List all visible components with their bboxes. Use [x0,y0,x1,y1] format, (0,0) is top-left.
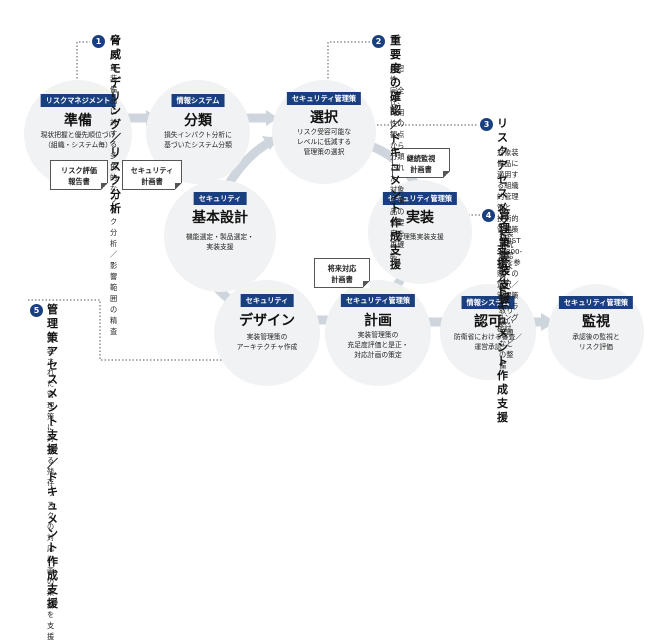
node-junbi-title: 準備 [64,113,92,129]
node-bunrui-desc: 損失インパクト分析に 基づいたシステム分類 [164,131,232,149]
node-kanshi: セキュリティ管理策 監視 承認後の監視と リスク評価 [548,284,644,380]
node-ninka-title: 認可 [474,314,502,330]
node-ninka-desc: 防衛省における審査／ 運営承認 [454,333,522,351]
node-design: セキュリティ デザイン 実装管理策の アーキテクチャ作成 [214,280,320,386]
node-sentaku-title: 選択 [310,110,338,126]
node-kanshi-tag: セキュリティ管理策 [558,296,634,309]
node-jissou: セキュリティ管理策 実装 管理策実装支援 [368,180,472,284]
doc-risk-report: リスク評価 報告書 [50,160,108,190]
annotation-1-title: 脅威モデリング／リスク分析 [110,34,121,215]
node-keikaku-desc: 実装管理策の 充足度評価と是正・ 対応計画の策定 [347,331,409,359]
node-jissou-tag: セキュリティ管理策 [382,192,458,205]
node-kihon: セキュリティ 基本設計 機能選定・製品選定・ 実装支援 [164,180,276,292]
doc-future-plan: 将来対応 計画書 [314,258,370,288]
node-sentaku: セキュリティ管理策 選択 リスク受容可能な レベルに低減する 管理策の選択 [272,80,376,184]
annotation-2-title: 重要度の確認／ ドキュメント作成支援 [390,34,401,271]
node-sentaku-tag: セキュリティ管理策 [286,92,362,105]
node-keikaku-tag: セキュリティ管理策 [340,294,416,307]
node-keikaku: セキュリティ管理策 計画 実装管理策の 充足度評価と是正・ 対応計画の策定 [325,280,431,386]
node-design-tag: セキュリティ [240,294,294,307]
arrowhead-sentaku [266,110,278,126]
annotation-5-desc: 実装された管理策に対する残存リスクの 対応計画の策定を支援 [47,335,55,641]
node-ninka-tag: 情報システム [461,296,515,309]
node-kihon-desc: 機能選定・製品選定・ 実装支援 [186,233,254,251]
annotation-4-title: 管理策実装支援 [499,208,510,305]
node-kihon-title: 基本設計 [192,210,248,226]
node-bunrui-title: 分類 [184,113,212,129]
annotation-3-number: 3 [480,118,493,131]
node-kanshi-title: 監視 [582,314,610,330]
annotation-4-number: 4 [482,209,495,222]
annotation-4-desc: 実装状況確認および、機構、 取り扱い手順などの整備 [499,229,514,370]
node-ninka: 情報システム 認可 防衛省における審査／ 運営承認 [440,284,536,380]
node-junbi-tag: リスクマネジメント [40,94,116,107]
annotation-1-number: 1 [92,35,105,48]
annotation-5-number: 5 [30,304,43,317]
leader-2 [327,41,370,82]
node-sentaku-desc: リスク受容可能な レベルに低減する 管理策の選択 [296,128,352,156]
node-design-title: デザイン [239,313,295,329]
node-keikaku-title: 計画 [364,313,392,329]
annotation-2-number: 2 [372,35,385,48]
node-design-desc: 実装管理策の アーキテクチャ作成 [236,333,298,351]
annotation-1-desc: 対象装備品に対する 多角的なリスク分析／影響範囲の精査 [110,52,118,336]
node-kihon-tag: セキュリティ [193,192,247,205]
doc-monitor-plan: 継続監視 計画書 [392,148,450,178]
node-kanshi-desc: 承認後の監視と リスク評価 [572,333,620,351]
node-junbi-desc: 現状把握と優先順位づけ （組織・システム毎） [40,131,116,149]
node-bunrui-tag: 情報システム [171,94,225,107]
node-jissou-title: 実装 [406,210,434,226]
annotation-2-desc: 機密性、完全性、可用性の観点から分類された 対象装備品の重要度を再確認 [390,64,405,260]
annotation-3-desc: 対象装備品に適用する組織的管理策と 技術的管理策（NIST SP800-53を参… [497,148,523,333]
doc-security-plan: セキュリティ 計画書 [122,160,182,190]
node-jissou-desc: 管理策実装支援 [396,233,444,241]
leader-1 [76,41,90,82]
